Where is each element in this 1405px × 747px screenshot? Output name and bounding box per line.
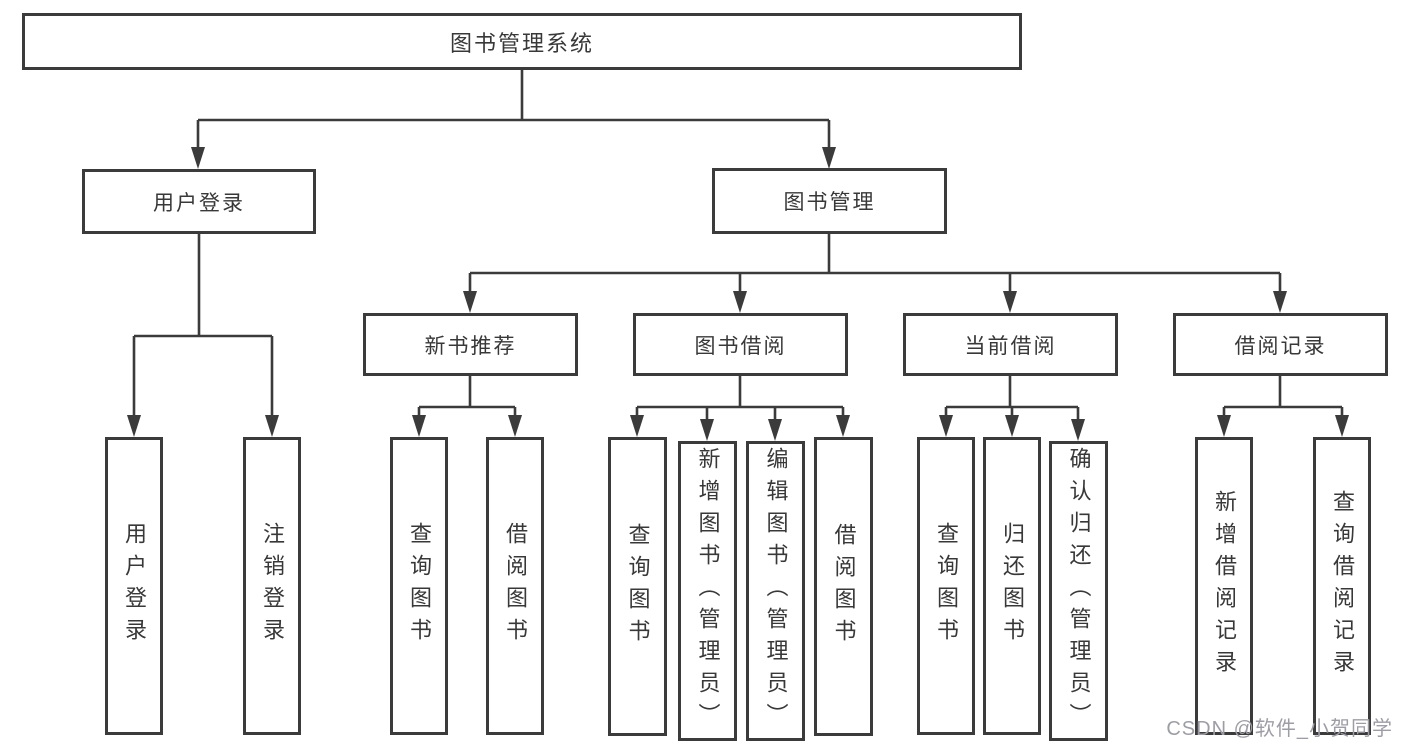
leaf-edit-book-admin: 编辑图书（管理员） — [746, 441, 805, 741]
node-label: 借阅记录 — [1234, 334, 1327, 358]
node-label: 当前借阅 — [964, 334, 1057, 358]
node-label: 用户登录 — [153, 191, 245, 215]
node-book-borrowing: 图书借阅 — [633, 313, 848, 376]
leaf-borrow-books-borrowing: 借阅图书 — [814, 437, 873, 736]
node-label: 图书借阅 — [694, 334, 787, 358]
node-new-book-recommendation: 新书推荐 — [363, 313, 578, 376]
node-label: 查询图书 — [625, 522, 651, 651]
connector-current-borrowing-to-leaves — [944, 376, 1080, 422]
arrowhead-icon — [1273, 291, 1287, 313]
node-label: 借阅图书 — [831, 522, 857, 651]
arrowhead-icon — [463, 291, 477, 313]
node-label: 编辑图书（管理员） — [763, 447, 789, 735]
node-label: 确认归还（管理员） — [1066, 447, 1092, 735]
connector-user-login-to-leaves — [132, 234, 274, 418]
connector-root-to-level2 — [196, 69, 831, 150]
arrowhead-icon — [191, 147, 205, 169]
arrowhead-icon — [1005, 415, 1019, 437]
node-label: 图书管理 — [783, 191, 876, 214]
watermark: CSDN @软件_小贺同学 — [1166, 718, 1393, 740]
connector-book-borrowing-to-leaves — [635, 376, 845, 422]
node-label: 图书管理系统 — [449, 30, 594, 56]
arrowhead-icon — [768, 419, 782, 441]
arrowhead-icon — [836, 415, 850, 437]
leaf-confirm-return-admin: 确认归还（管理员） — [1049, 441, 1108, 741]
node-label: 借阅图书 — [503, 522, 528, 650]
arrowhead-icon — [700, 419, 714, 441]
connector-book-management-to-level3 — [468, 234, 1282, 295]
leaf-query-books-recommendation: 查询图书 — [390, 437, 448, 735]
node-label: 新书推荐 — [424, 334, 517, 358]
node-label: 查询图书 — [934, 522, 959, 650]
node-label: 用户登录 — [122, 522, 147, 650]
arrowhead-icon — [1071, 419, 1085, 441]
arrowhead-icon — [412, 415, 426, 437]
node-label: 归还图书 — [1000, 522, 1025, 650]
node-library-management-system: 图书管理系统 — [22, 13, 1022, 70]
connector-new-book-recommendation-to-leaves — [417, 376, 517, 418]
node-label: 新增图书（管理员） — [695, 447, 721, 735]
node-label: 查询借阅记录 — [1330, 490, 1355, 682]
node-label: 新增借阅记录 — [1212, 490, 1237, 682]
leaf-query-books-borrowing: 查询图书 — [608, 437, 667, 736]
leaf-user-login: 用户登录 — [105, 437, 163, 735]
node-label: 注销登录 — [260, 522, 285, 650]
leaf-return-books: 归还图书 — [983, 437, 1041, 735]
arrowhead-icon — [1003, 291, 1017, 313]
arrowhead-icon — [265, 415, 279, 437]
arrowhead-icon — [822, 147, 836, 169]
leaf-add-borrow-record: 新增借阅记录 — [1195, 437, 1253, 735]
arrowhead-icon — [939, 415, 953, 437]
leaf-borrow-books-recommendation: 借阅图书 — [486, 437, 544, 735]
connector-borrowing-records-to-leaves — [1222, 376, 1344, 418]
arrowhead-icon — [733, 291, 747, 313]
node-book-management: 图书管理 — [712, 168, 947, 234]
leaf-logout: 注销登录 — [243, 437, 301, 735]
node-user-login: 用户登录 — [82, 169, 316, 234]
leaf-query-borrow-record: 查询借阅记录 — [1313, 437, 1371, 735]
arrowhead-icon — [630, 415, 644, 437]
node-label: 查询图书 — [407, 522, 432, 650]
leaf-query-books-current: 查询图书 — [917, 437, 975, 735]
node-borrowing-records: 借阅记录 — [1173, 313, 1388, 376]
arrowhead-icon — [1335, 415, 1349, 437]
arrowhead-icon — [127, 415, 141, 437]
node-current-borrowing: 当前借阅 — [903, 313, 1118, 376]
arrowhead-icon — [508, 415, 522, 437]
leaf-add-book-admin: 新增图书（管理员） — [678, 441, 737, 741]
arrowhead-icon — [1217, 415, 1231, 437]
